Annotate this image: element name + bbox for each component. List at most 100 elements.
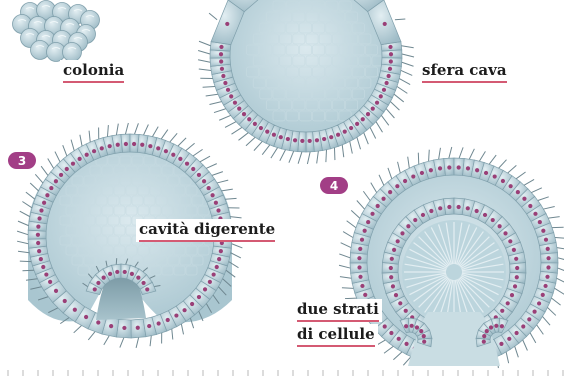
cilium bbox=[18, 221, 29, 225]
cilium bbox=[48, 159, 54, 169]
cell-nucleus bbox=[93, 287, 97, 291]
cell-nucleus bbox=[211, 193, 215, 197]
cell-nucleus bbox=[45, 193, 49, 197]
cilium bbox=[206, 164, 216, 169]
cell-nucleus bbox=[510, 293, 514, 297]
cell-nucleus bbox=[308, 139, 312, 143]
cilium bbox=[144, 125, 149, 135]
cell-nucleus bbox=[148, 144, 152, 148]
cell-nucleus bbox=[147, 324, 151, 328]
cell-nucleus bbox=[419, 329, 423, 333]
cilium bbox=[214, 109, 226, 113]
cilium bbox=[371, 183, 377, 193]
cilium bbox=[172, 329, 173, 339]
cilium bbox=[557, 248, 564, 250]
cell-nucleus bbox=[521, 324, 525, 328]
cell-nucleus bbox=[166, 318, 170, 322]
cell-nucleus bbox=[541, 229, 545, 233]
cell-nucleus bbox=[420, 171, 424, 175]
cell-nucleus bbox=[382, 88, 386, 92]
cell-nucleus bbox=[226, 88, 230, 92]
cilium bbox=[393, 352, 401, 360]
cilium bbox=[271, 148, 278, 158]
cell-nucleus bbox=[457, 205, 461, 209]
cell-nucleus bbox=[219, 52, 223, 56]
cell-nucleus bbox=[485, 329, 489, 333]
cell-nucleus bbox=[208, 280, 212, 284]
cell-nucleus bbox=[108, 272, 112, 276]
cell-nucleus bbox=[466, 206, 470, 210]
cell-nucleus bbox=[279, 135, 283, 139]
cell-nucleus bbox=[545, 275, 549, 279]
cell-nucleus bbox=[124, 142, 128, 146]
cell-nucleus bbox=[404, 342, 408, 346]
cilium bbox=[402, 62, 414, 66]
cell-nucleus bbox=[315, 138, 319, 142]
label-due-strati: due strati bbox=[294, 299, 382, 322]
cell-nucleus bbox=[392, 248, 396, 252]
cilium bbox=[364, 133, 369, 144]
cell-nucleus bbox=[422, 340, 426, 344]
cilium bbox=[317, 151, 319, 163]
cell-nucleus bbox=[509, 184, 513, 188]
cell-nucleus bbox=[422, 334, 426, 338]
cilium bbox=[20, 211, 30, 216]
cell-nucleus bbox=[336, 133, 340, 137]
cell-nucleus bbox=[136, 276, 140, 280]
cilium bbox=[379, 175, 384, 185]
cell-nucleus bbox=[237, 107, 241, 111]
cilium bbox=[135, 123, 139, 134]
cilium bbox=[386, 109, 394, 118]
cilium bbox=[55, 152, 60, 162]
cell-nucleus bbox=[499, 342, 503, 346]
cell-nucleus bbox=[49, 186, 53, 190]
cilium bbox=[506, 352, 509, 363]
cell-nucleus bbox=[215, 265, 219, 269]
cilium bbox=[347, 221, 356, 228]
cilium bbox=[350, 141, 353, 153]
cell-nucleus bbox=[546, 256, 550, 260]
cell-nucleus bbox=[145, 287, 149, 291]
cell-nucleus bbox=[533, 212, 537, 216]
cell-nucleus bbox=[174, 313, 178, 317]
cell-nucleus bbox=[522, 197, 526, 201]
cilium bbox=[125, 123, 128, 134]
cell-nucleus bbox=[406, 224, 410, 228]
cilium bbox=[289, 151, 294, 162]
cell-nucleus bbox=[272, 133, 276, 137]
cilium bbox=[408, 157, 410, 168]
cilium bbox=[449, 147, 452, 158]
cilium bbox=[254, 141, 262, 150]
cilium bbox=[17, 241, 28, 244]
cilium bbox=[199, 41, 211, 45]
cell-nucleus bbox=[389, 59, 393, 63]
cell-nucleus bbox=[164, 149, 168, 153]
cell-nucleus bbox=[39, 208, 43, 212]
cell-nucleus bbox=[182, 308, 186, 312]
cell-nucleus bbox=[300, 139, 304, 143]
cell-nucleus bbox=[466, 166, 470, 170]
cell-nucleus bbox=[343, 130, 347, 134]
cilium bbox=[104, 336, 109, 345]
cilium bbox=[439, 148, 441, 159]
cell-nucleus bbox=[395, 184, 399, 188]
cell-nucleus bbox=[73, 308, 77, 312]
cell-nucleus bbox=[115, 270, 119, 274]
cell-nucleus bbox=[65, 167, 69, 171]
cell-nucleus bbox=[404, 309, 408, 313]
cilium bbox=[538, 197, 549, 201]
cell-nucleus bbox=[357, 265, 361, 269]
cell-nucleus bbox=[212, 272, 216, 276]
cell-nucleus bbox=[389, 275, 393, 279]
cell-nucleus bbox=[543, 284, 547, 288]
cell-nucleus bbox=[503, 231, 507, 235]
cilium bbox=[339, 265, 350, 268]
cell-nucleus bbox=[197, 173, 201, 177]
step-number-3: 3 bbox=[18, 154, 26, 168]
cilium bbox=[225, 198, 236, 199]
label-colonia: colonia bbox=[60, 60, 127, 83]
cell-nucleus bbox=[366, 220, 370, 224]
cilium bbox=[395, 19, 405, 20]
cilium bbox=[280, 150, 286, 161]
cell-nucleus bbox=[508, 239, 512, 243]
